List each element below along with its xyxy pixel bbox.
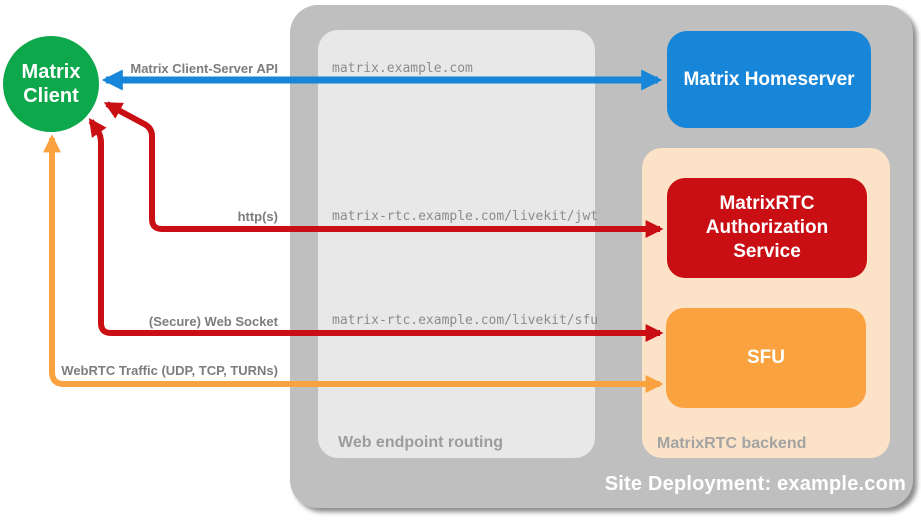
edge-label-https: http(s)	[237, 209, 278, 224]
matrixrtc-auth-service-node: MatrixRTC Authorization Service	[667, 178, 867, 278]
matrix-homeserver-node: Matrix Homeserver	[667, 31, 871, 128]
web-endpoint-routing-box: Web endpoint routing	[318, 30, 595, 458]
matrix-client-node: Matrix Client	[3, 36, 99, 132]
site-deployment-label: Site Deployment: example.com	[604, 473, 906, 495]
edge-label-client-server-api: Matrix Client-Server API	[130, 61, 278, 76]
sfu-node: SFU	[666, 308, 866, 408]
web-endpoint-routing-label: Web endpoint routing	[338, 434, 504, 451]
matrix-client-label-line2: Client	[23, 85, 79, 107]
edge-label-websocket: (Secure) Web Socket	[148, 314, 278, 329]
endpoint-url-homeserver: matrix.example.com	[332, 61, 473, 76]
sfu-label: SFU	[747, 347, 785, 369]
edge-label-webrtc-traffic: WebRTC Traffic (UDP, TCP, TURNs)	[61, 363, 278, 378]
matrixrtc-backend-label: MatrixRTC backend	[657, 435, 807, 452]
matrix-homeserver-label: Matrix Homeserver	[683, 68, 855, 90]
matrix-client-label-line1: Matrix	[21, 61, 81, 83]
matrixrtc-auth-service-label: MatrixRTC Authorization Service	[705, 193, 829, 262]
endpoint-url-livekit-jwt: matrix-rtc.example.com/livekit/jwt	[332, 209, 599, 224]
endpoint-url-livekit-sfu: matrix-rtc.example.com/livekit/sfu	[332, 313, 599, 328]
